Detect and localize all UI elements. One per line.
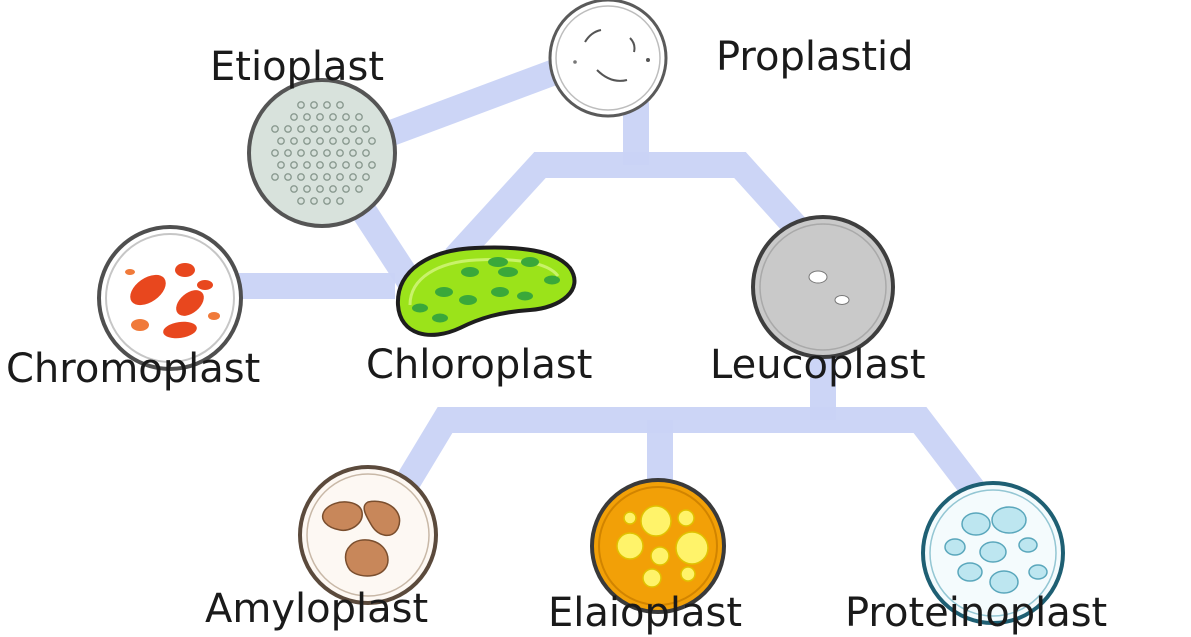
label-proteinoplast: Proteinoplast	[845, 590, 1107, 636]
proplastid-cell	[550, 0, 666, 116]
etioplast-cell	[249, 80, 395, 226]
amyloplast-cell	[300, 467, 436, 603]
label-chromoplast: Chromoplast	[6, 346, 260, 392]
label-leucoplast: Leucoplast	[710, 342, 926, 388]
label-proplastid: Proplastid	[716, 34, 914, 80]
label-chloroplast: Chloroplast	[366, 342, 592, 388]
connector-proplastid-split	[455, 165, 815, 258]
label-elaioplast: Elaioplast	[548, 590, 742, 636]
chloroplast-cell	[398, 248, 575, 335]
connector-proplastid-etioplast	[378, 70, 560, 138]
label-etioplast: Etioplast	[210, 44, 384, 90]
leucoplast-cell	[753, 217, 893, 357]
label-amyloplast: Amyloplast	[205, 586, 428, 632]
